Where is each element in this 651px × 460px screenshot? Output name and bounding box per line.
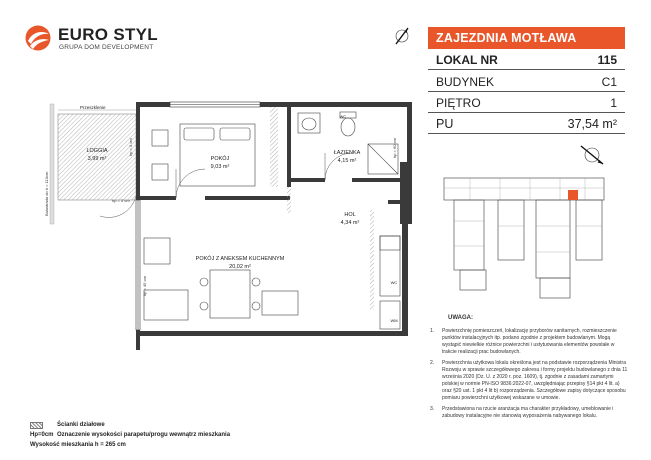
lokal-value: 115 [597, 53, 617, 67]
bathroom-fixtures [297, 111, 399, 175]
euro-styl-logo-icon [25, 25, 51, 51]
hp-label: Oznaczenie wysokości parapetu/progu wewn… [57, 432, 231, 438]
pietro-label: PIĘTRO [436, 96, 481, 110]
note-item: 2. Powierzchnia użytkowa lokalu określon… [428, 360, 628, 402]
lokal-label: LOKAL NR [436, 53, 498, 67]
aneks-name: POKÓJ Z ANEKSEM KUCHENNYM [196, 255, 285, 262]
budynek-row: BUDYNEK C1 [428, 71, 625, 92]
notes-title: UWAGA: [448, 315, 473, 321]
loggia-name: LOGGIA [86, 148, 107, 154]
pu-row: PU 37,54 m² [428, 113, 625, 134]
note-text: Przedstawiona na rzucie aranżacja ma cha… [442, 406, 614, 420]
walls [136, 102, 412, 350]
brand-logo: EURO STYL GRUPA DOM DEVELOPMENT [24, 22, 158, 54]
pietro-row: PIĘTRO 1 [428, 92, 625, 113]
height-label: Wysokość mieszkania h = 265 cm [30, 442, 126, 448]
hp0-label-b: hp = 0 cm [128, 138, 133, 156]
walls-label: Ścianki działowe [57, 422, 105, 428]
lazienka-area: 4,15 m² [338, 158, 357, 164]
note-item: 3. Przedstawiona na rzucie aranżacja ma … [428, 406, 628, 420]
living-furniture [143, 235, 401, 330]
note-text: Powierzchnię pomieszczeń, lokalizację pr… [442, 328, 617, 356]
aneks-area: 20,02 m² [229, 264, 251, 270]
investment-title: ZAJEZDNIA MOTŁAWA [428, 27, 625, 49]
loggia-area: 3,99 m² [88, 156, 107, 162]
hp-labels: hp = 0 cm hp = 0 cm hp = 45 cm hp = 60 c… [44, 137, 397, 296]
pokoj-area: 9,03 m² [211, 164, 230, 170]
room-labels: Przeszklenie LOGGIA 3,99 m² POKÓJ 9,03 m… [80, 105, 398, 323]
budynek-label: BUDYNEK [436, 75, 495, 89]
north-arrow-icon [395, 27, 409, 45]
windows [135, 101, 261, 331]
hp60-label: hp = 60 cm [392, 137, 397, 158]
hatch-swatch [30, 422, 43, 429]
note-number: 3. [430, 406, 435, 413]
pu-label: PU [436, 117, 454, 131]
note-number: 2. [430, 360, 435, 367]
przesuwna-label: Przeszklenie [80, 105, 106, 110]
note-text: Powierzchnia użytkowa lokalu określona j… [442, 360, 628, 402]
compass-icon [580, 145, 604, 165]
notes-section: UWAGA: 1. Powierzchnię pomieszczeń, loka… [428, 314, 628, 424]
balustrada-label: Balustrada do h = 110cm [44, 171, 49, 216]
loggia-area [49, 103, 137, 225]
lazienka-name: ŁAZIENKA [334, 150, 361, 156]
lokal-row: LOKAL NR 115 [428, 49, 625, 70]
hp0-label-a: hp = 0 cm [112, 198, 130, 203]
pietro-value: 1 [610, 96, 617, 110]
hp-symbol: Hp=0cm [30, 432, 54, 438]
note-item: 1. Powierzchnię pomieszczeń, lokalizację… [428, 328, 628, 356]
wm-label: WM [390, 318, 397, 323]
brand-name: EURO STYL [58, 25, 158, 44]
pu-value: 37,54 m² [567, 117, 617, 131]
hol-name: HOL [344, 212, 355, 218]
pokoj-name: POKÓJ [211, 155, 230, 162]
budynek-value: C1 [601, 75, 617, 89]
hol-area: 4,34 m² [341, 220, 360, 226]
building-key-plan [443, 177, 605, 299]
highlighted-unit [568, 190, 578, 200]
note-number: 1. [430, 328, 435, 335]
wc-label: WC [391, 280, 398, 285]
hp45-label: hp = 45 cm [142, 275, 147, 296]
wc2-label: WC [340, 114, 347, 119]
brand-tagline: GRUPA DOM DEVELOPMENT [59, 44, 154, 51]
floor-plan: Przeszklenie LOGGIA 3,99 m² POKÓJ 9,03 m… [44, 101, 412, 350]
doors [99, 152, 353, 218]
bedroom-furniture [151, 123, 256, 187]
